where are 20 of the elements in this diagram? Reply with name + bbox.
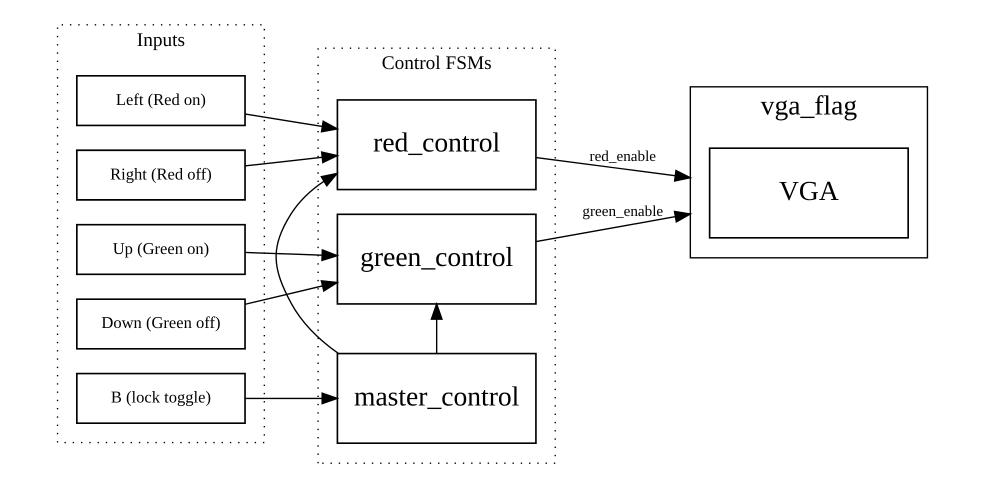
arrow	[245, 392, 340, 405]
arrow	[536, 210, 692, 242]
edge-label: red_enable	[590, 148, 656, 166]
arrow	[245, 151, 340, 167]
node-box: Down (Green off)	[76, 298, 246, 350]
arrow	[430, 302, 443, 354]
arrow	[245, 113, 340, 133]
node-box: Right (Red off)	[76, 149, 246, 201]
node-box: Left (Red on)	[76, 74, 246, 126]
arrow	[245, 280, 340, 305]
arrow	[536, 156, 692, 182]
node-box: B (lock toggle)	[76, 372, 246, 424]
node-box: red_control	[336, 99, 537, 190]
arrow	[245, 248, 340, 262]
node-box: green_control	[336, 214, 537, 305]
node-box: Up (Green on)	[76, 224, 246, 276]
arrow	[275, 172, 339, 354]
node-box: master_control	[336, 352, 537, 444]
edge-label: green_enable	[582, 203, 664, 220]
node-box: VGA	[708, 147, 909, 239]
